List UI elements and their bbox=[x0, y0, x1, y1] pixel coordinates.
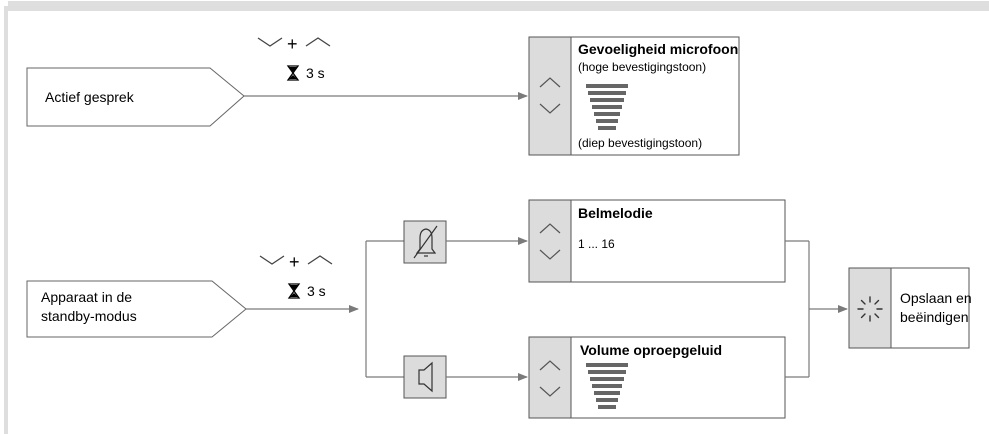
source-label-actief: Actief gesprek bbox=[45, 89, 134, 105]
bottom-timer-label: 3 s bbox=[307, 283, 326, 299]
finish-label-line2: beëindigen bbox=[900, 309, 969, 325]
microfoon-high-note: (hoge bevestigingstoon) bbox=[578, 60, 707, 74]
spinner-icon bbox=[857, 296, 883, 322]
source-label-standby-line2: standby-modus bbox=[41, 308, 137, 324]
down-chevron-icon bbox=[259, 255, 285, 265]
plus-icon: + bbox=[287, 34, 298, 54]
plus-icon: + bbox=[289, 252, 300, 272]
bottom-key-combo: + bbox=[259, 252, 333, 299]
microfoon-control-panel bbox=[528, 36, 572, 156]
belmelodie-control-panel bbox=[528, 199, 572, 283]
finish-icon-panel bbox=[848, 267, 892, 349]
microfoon-low-note: (diep bevestigingstoon) bbox=[578, 136, 703, 150]
hourglass-icon bbox=[286, 65, 300, 81]
hourglass-icon bbox=[287, 283, 301, 299]
microfoon-title: Gevoeligheid microfoon bbox=[578, 41, 739, 57]
finish-label-line1: Opslaan en bbox=[900, 290, 972, 306]
down-chevron-icon bbox=[257, 37, 283, 47]
up-down-chevrons-icon bbox=[539, 77, 561, 114]
volume-title: Volume oproepgeluid bbox=[580, 342, 723, 358]
source-label-standby-line1: Apparaat in de bbox=[41, 289, 133, 305]
belmelodie-range: 1 ... 16 bbox=[578, 237, 615, 251]
up-down-chevrons-icon bbox=[539, 360, 561, 397]
up-chevron-icon bbox=[305, 37, 331, 47]
belmelodie-title: Belmelodie bbox=[578, 205, 653, 221]
level-bars-icon bbox=[586, 84, 628, 130]
source-box-actief-gesprek bbox=[26, 67, 245, 127]
source-box-standby bbox=[26, 280, 247, 338]
volume-box bbox=[528, 336, 786, 419]
top-timer-label: 3 s bbox=[306, 65, 325, 81]
bell-muted-icon bbox=[413, 225, 438, 259]
speaker-box bbox=[403, 355, 447, 399]
up-chevron-icon bbox=[307, 255, 333, 265]
level-bars-icon bbox=[586, 363, 628, 409]
speaker-icon bbox=[418, 361, 433, 393]
top-key-combo: + bbox=[257, 34, 331, 81]
up-down-chevrons-icon bbox=[539, 223, 561, 260]
belmelodie-box bbox=[528, 199, 786, 283]
volume-control-panel bbox=[528, 336, 572, 419]
